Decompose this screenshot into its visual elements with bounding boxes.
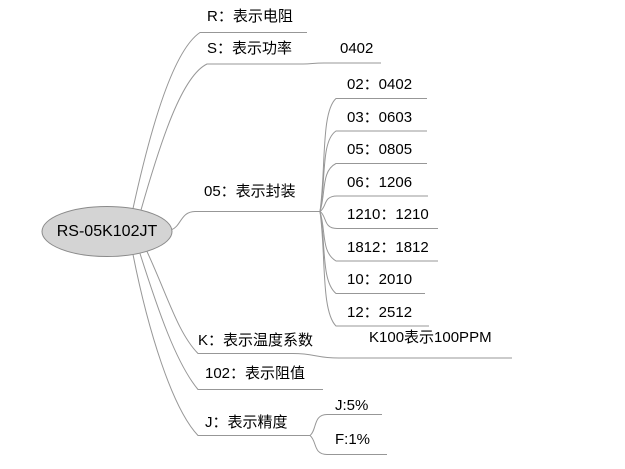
connector-package-child-1: [319, 130, 427, 212]
connector-package-child-5: [319, 211, 438, 262]
connector-power: [140, 62, 381, 211]
subtopic-package-1812[interactable]: 1812：1812: [347, 239, 429, 256]
subtopic-tolerance-f1[interactable]: F:1%: [335, 431, 371, 448]
connector-package-child-2: [319, 163, 427, 212]
subtopic-package-0805[interactable]: 05：0805: [347, 141, 413, 158]
connector-package: [171, 211, 320, 230]
subtopic-tolerance-j5[interactable]: J:5%: [335, 397, 369, 414]
connector-tolerance-child-1: [309, 435, 387, 455]
subtopic-tcr-k100[interactable]: K100表示100PPM: [369, 329, 492, 346]
connector-tcr: [146, 251, 512, 359]
subtopic-package-2512[interactable]: 12：2512: [347, 304, 413, 321]
root-topic-label[interactable]: RS-05K102JT: [56, 222, 158, 240]
topic-package[interactable]: 05：表示封装: [204, 183, 296, 200]
connector-package-child-4: [319, 211, 438, 229]
connector-resistance: [132, 32, 307, 209]
subtopic-package-2010[interactable]: 10：2010: [347, 271, 413, 288]
subtopic-package-0603[interactable]: 03：0603: [347, 109, 413, 126]
topic-tolerance[interactable]: J：表示精度: [205, 414, 288, 431]
connector-tolerance-child-0: [309, 414, 382, 436]
subtopic-package-1206[interactable]: 06：1206: [347, 174, 413, 191]
subtopic-package-0402[interactable]: 02：0402: [347, 76, 413, 93]
subtopic-package-1210[interactable]: 1210：1210: [347, 206, 429, 223]
root-node-ellipse[interactable]: [41, 206, 173, 257]
topic-power[interactable]: S：表示功率: [207, 40, 293, 57]
subtopic-power-0402[interactable]: 0402: [340, 40, 374, 57]
connector-tolerance: [132, 254, 310, 436]
topic-resistance[interactable]: R：表示电阻: [207, 8, 293, 25]
connector-package-child-3: [319, 195, 428, 212]
connector-package-child-7: [319, 211, 429, 327]
connector-resistance-value: [139, 253, 323, 390]
topic-resistance-value[interactable]: 102：表示阻值: [205, 365, 306, 382]
topic-tcr[interactable]: K：表示温度系数: [198, 332, 314, 349]
